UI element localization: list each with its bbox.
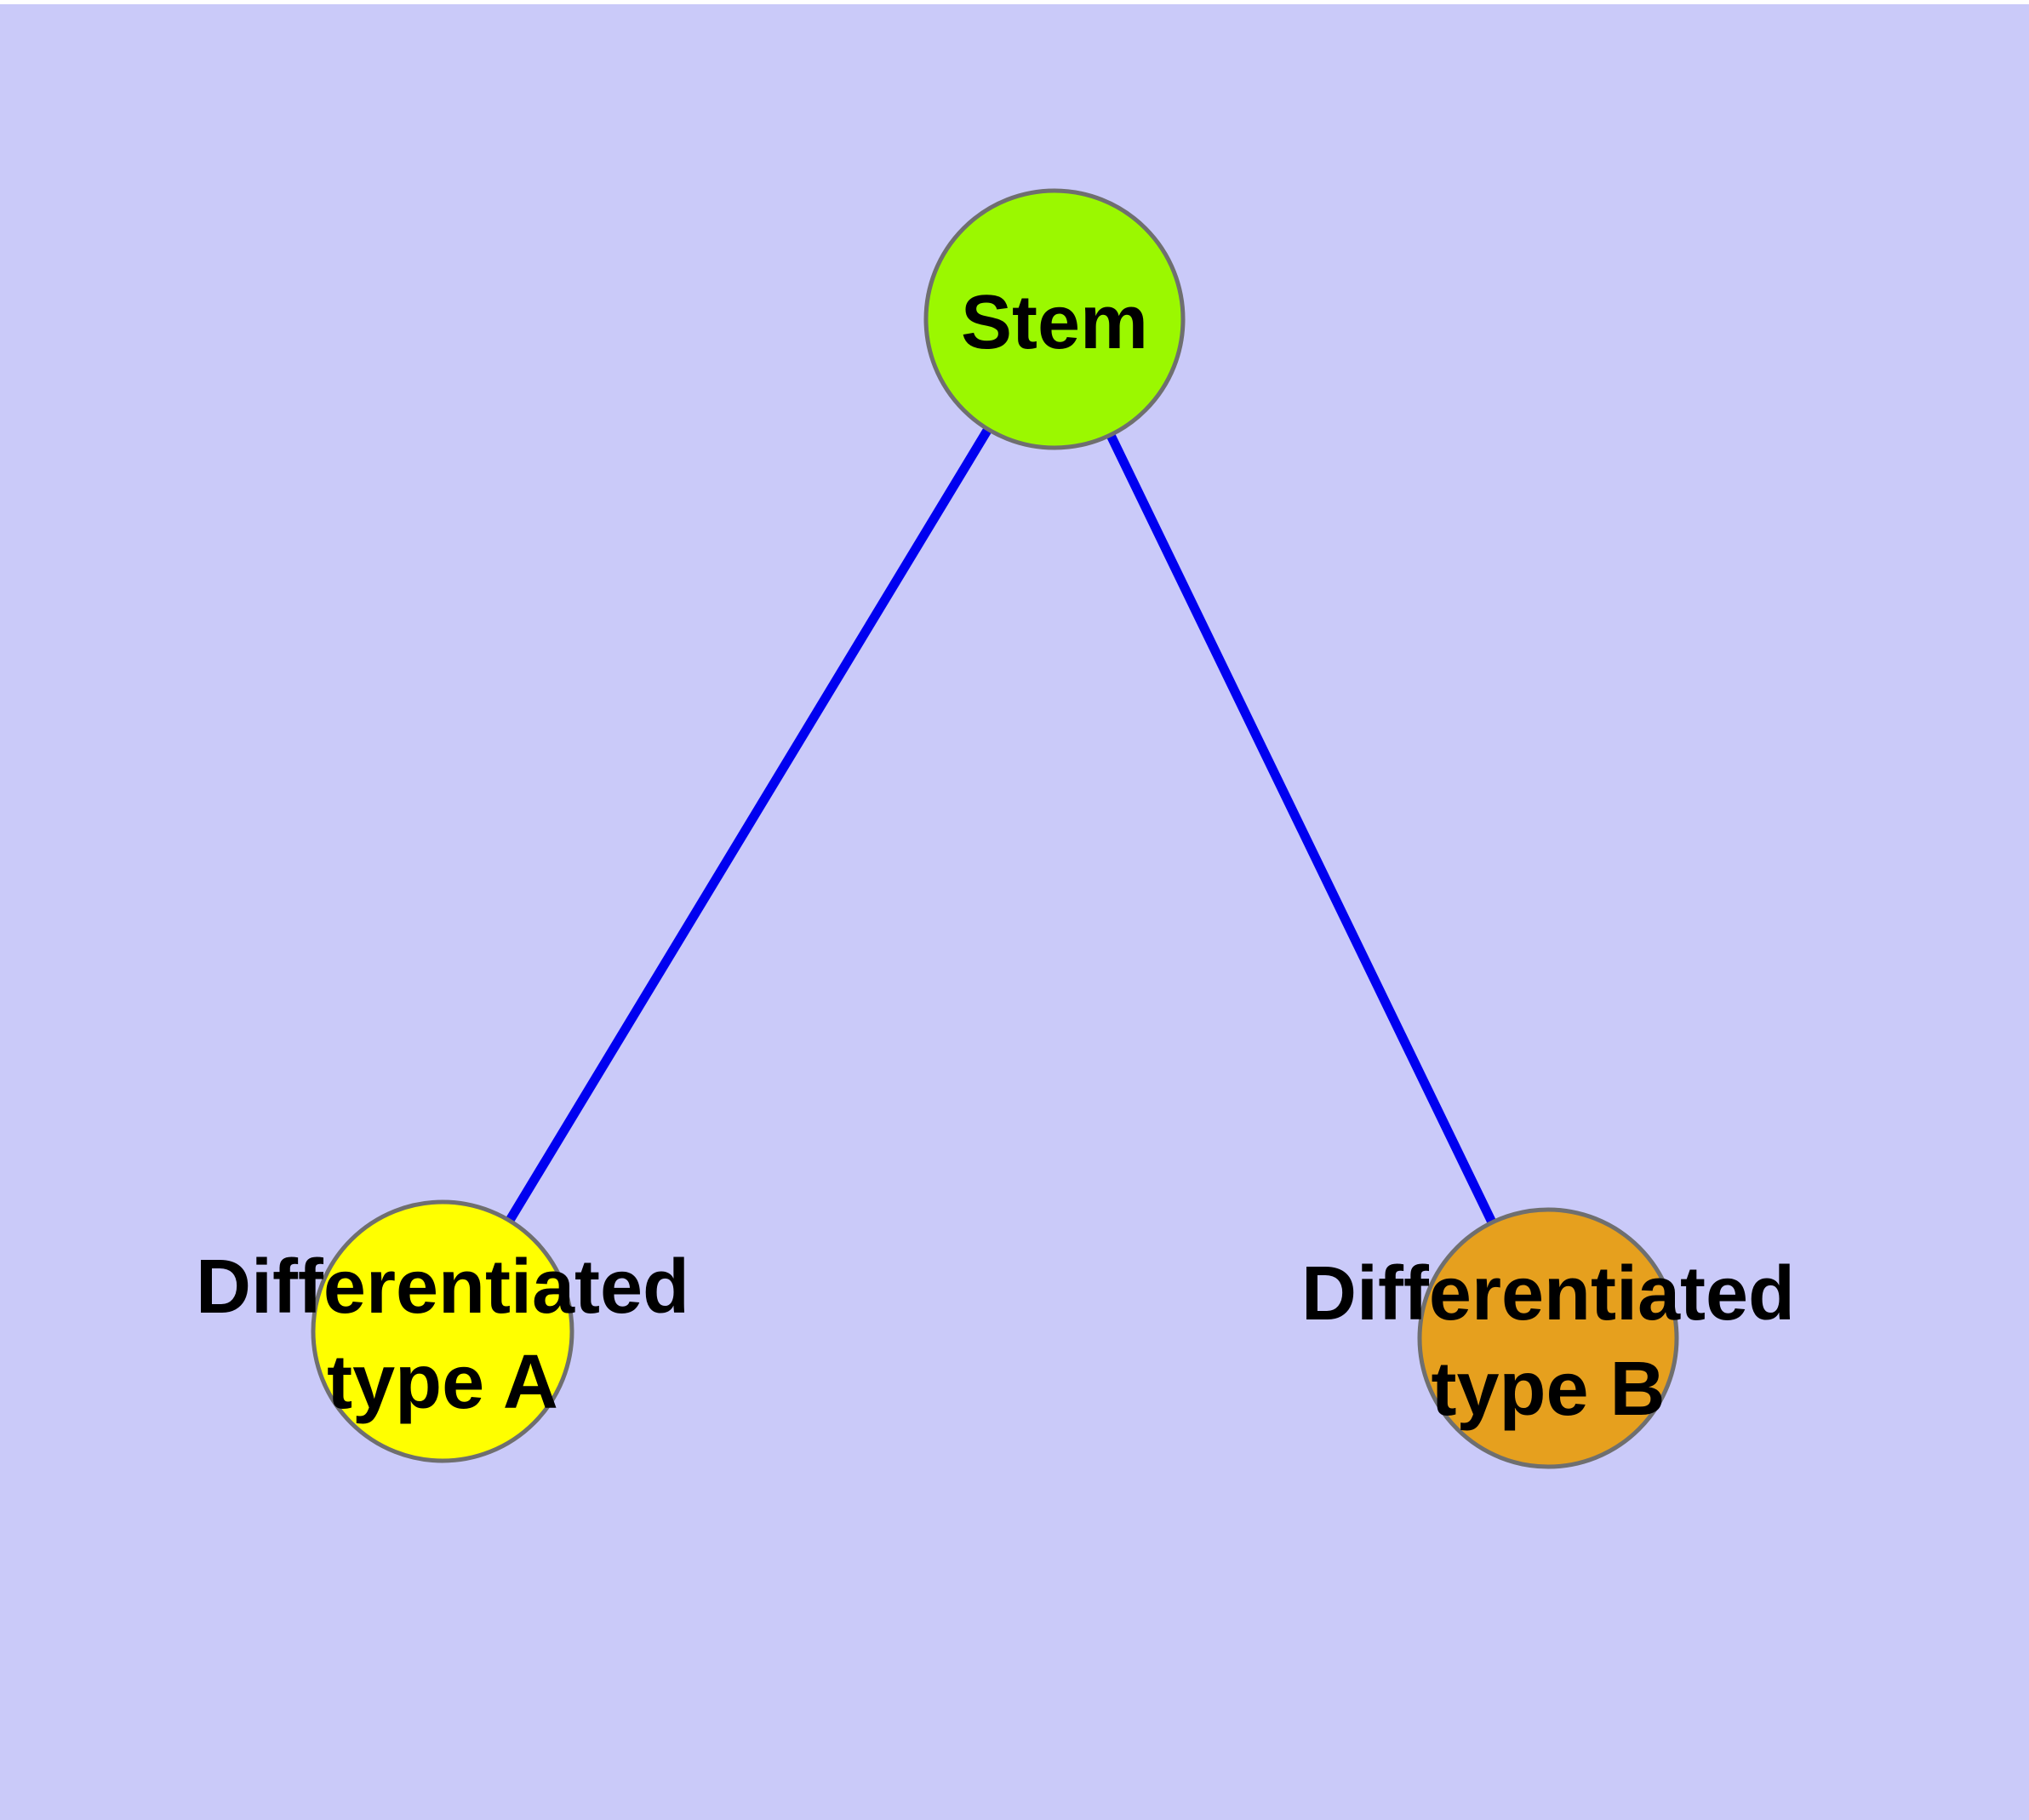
- node-differentiated-type-b-label-line: type B: [1431, 1347, 1665, 1432]
- node-differentiated-type-b-label-line: Differentiated: [1301, 1251, 1795, 1336]
- node-stem-circle: [923, 188, 1186, 450]
- node-differentiated-type-a-circle: [311, 1199, 574, 1463]
- node-differentiated-type-a-label-line: Differentiated: [196, 1245, 689, 1330]
- node-differentiated-type-b-circle: [1417, 1207, 1679, 1469]
- edge-stem-to-differentiated-type-b: [1050, 317, 1552, 1341]
- top-margin: [0, 0, 2029, 4]
- node-stem-label-line: Stem: [961, 280, 1148, 365]
- node-stem-label: Stem: [961, 280, 1148, 365]
- node-differentiated-type-a-label: Differentiated type A: [196, 1245, 689, 1425]
- node-differentiated-type-a-label-line: type A: [327, 1340, 558, 1425]
- edge-stem-to-differentiated-type-a: [438, 317, 1059, 1334]
- node-differentiated-type-b-label: Differentiated type B: [1301, 1251, 1795, 1432]
